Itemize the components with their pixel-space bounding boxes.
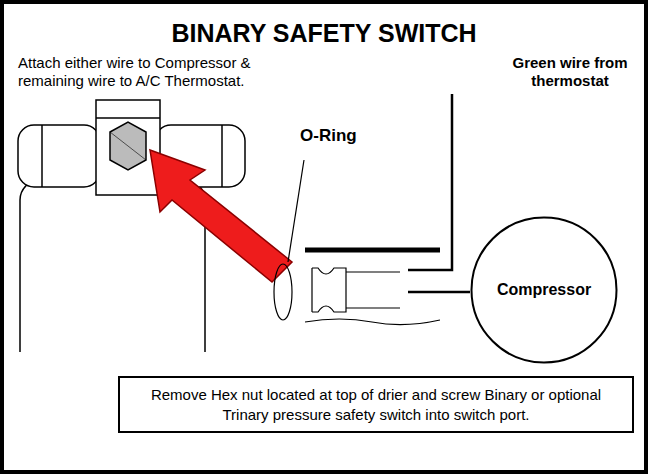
wire-label: Green wire from thermostat	[500, 54, 640, 90]
leader-line	[288, 160, 304, 262]
compressor-circle: Compressor	[470, 216, 618, 364]
thermostat-wire	[408, 94, 452, 270]
compressor-wire	[408, 291, 470, 294]
o-ring	[274, 264, 292, 320]
note-box: Remove Hex nut located at top of drier a…	[118, 376, 634, 433]
pointer-arrow	[150, 150, 292, 282]
node-text: Compressor	[497, 280, 591, 301]
switch	[305, 250, 440, 325]
title: BINARY SAFETY SWITCH	[0, 18, 648, 48]
node-text: Remove Hex nut located at top of drier a…	[132, 385, 620, 424]
circle-shape	[472, 218, 617, 363]
part-label: O-Ring	[300, 126, 390, 146]
instruction-note: Attach either wire to Compressor & remai…	[18, 54, 318, 90]
